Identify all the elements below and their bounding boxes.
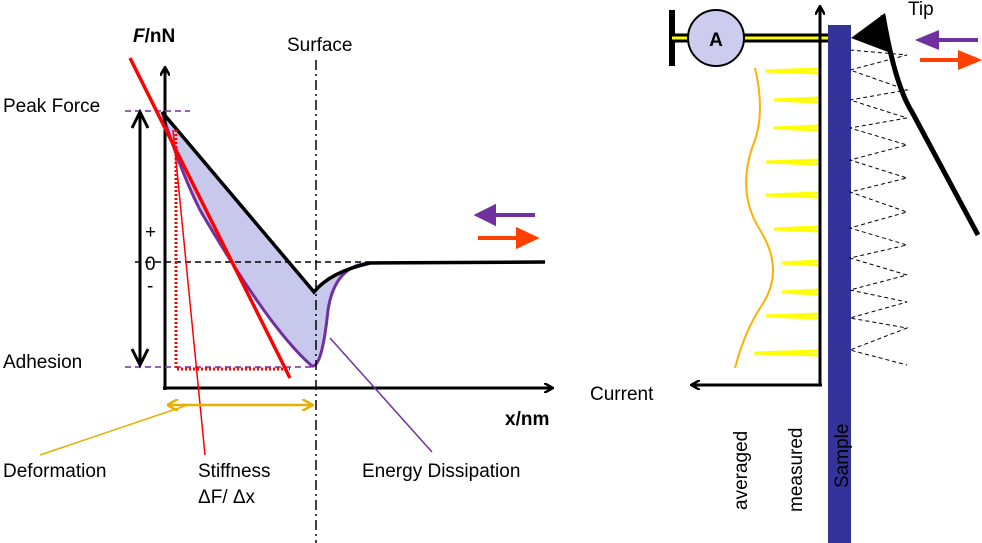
energy-dissipation-label: Energy Dissipation (362, 461, 520, 482)
retract-arrow-right (914, 30, 978, 50)
zero-label: 0 (145, 254, 156, 275)
measured-current-spikes (753, 67, 819, 357)
stiffness-slope-line (128, 57, 292, 379)
surface-label: Surface (287, 35, 352, 56)
current-label: Current (590, 384, 654, 405)
x-axis-label: x/nm (505, 409, 549, 430)
ammeter (687, 9, 745, 67)
sample-label: Sample (832, 424, 853, 488)
y-axis-label: F/nN (133, 26, 175, 47)
deformation-label: Deformation (3, 461, 107, 482)
tip-icon (851, 13, 888, 52)
ammeter-label: A (709, 30, 723, 51)
approach-curve (160, 110, 546, 295)
tip-oscillation (848, 49, 909, 366)
deformation-pointer (39, 405, 186, 456)
peak-force-label: Peak Force (3, 96, 100, 117)
averaged-label: averaged (731, 431, 752, 510)
adhesion-label: Adhesion (3, 352, 82, 373)
approach-arrow-left (478, 226, 540, 250)
averaged-current-curve (734, 67, 774, 369)
tip-label: Tip (908, 0, 934, 20)
minus-label: - (147, 276, 153, 297)
retract-curve (160, 111, 371, 368)
cantilever (880, 14, 981, 237)
stiffness-label: Stiffness (198, 461, 271, 482)
approach-arrow-right (920, 50, 982, 70)
stiffness-formula: ΔF/ Δx (198, 487, 256, 508)
sample (828, 25, 851, 543)
retract-arrow-left (473, 203, 535, 227)
energy-pointer (329, 337, 433, 453)
plus-label: + (145, 222, 156, 243)
measured-label: measured (786, 428, 807, 513)
